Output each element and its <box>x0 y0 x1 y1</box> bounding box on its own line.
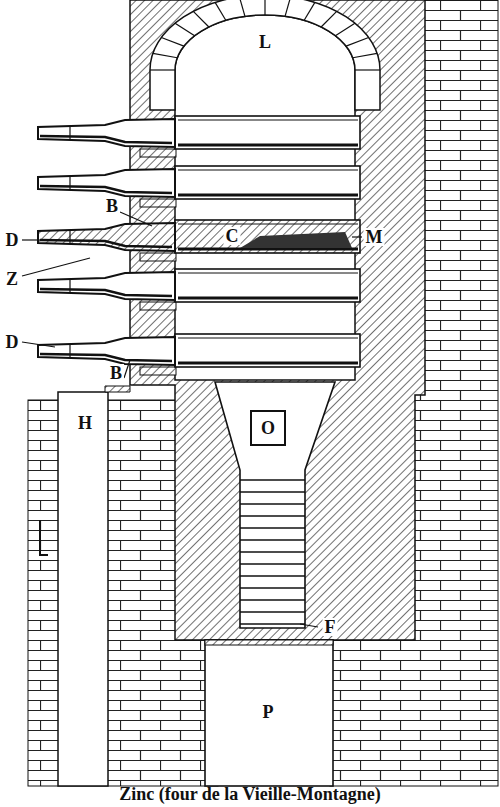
arch-joint <box>153 53 177 57</box>
retort <box>38 334 360 375</box>
callout-letter: Z <box>4 270 20 288</box>
ledge <box>105 386 130 392</box>
arch-joint <box>215 2 226 20</box>
retort <box>38 220 360 261</box>
fire-door <box>251 411 285 445</box>
callout-letter: B <box>108 364 124 382</box>
grate-bar <box>240 587 305 588</box>
callout-letter: M <box>364 228 385 246</box>
arch-joint <box>285 0 291 16</box>
arch-joint <box>346 37 369 46</box>
grate-bar <box>240 623 305 624</box>
grate-bar <box>240 527 305 528</box>
callout-letter: F <box>323 618 338 636</box>
arch-joint <box>353 53 377 57</box>
grate-bar <box>240 491 305 492</box>
callout-letter: L <box>257 33 273 51</box>
callout-letter: D <box>4 333 21 351</box>
arch-joint <box>335 23 355 35</box>
arch-joint <box>264 0 265 15</box>
callout-letter: O <box>259 419 277 437</box>
grate-bar <box>240 599 305 600</box>
leader-line <box>22 239 52 240</box>
retort <box>38 116 360 157</box>
ash-pit <box>205 640 333 786</box>
grate-bar <box>240 611 305 612</box>
arch-joint <box>355 69 380 70</box>
flue-opening <box>58 392 108 786</box>
hook <box>40 520 48 555</box>
arch-joint <box>193 11 209 27</box>
grate-bar <box>240 479 305 480</box>
arch-joint <box>161 37 184 46</box>
arch-joint <box>175 23 195 35</box>
callout-letter: B <box>104 197 120 215</box>
retort <box>38 166 360 207</box>
retort <box>38 269 360 310</box>
leader-line <box>22 342 55 347</box>
grate-bar <box>240 539 305 540</box>
grate-bar <box>240 515 305 516</box>
leader-line <box>352 236 362 237</box>
fireplace <box>215 382 335 628</box>
leader-line <box>300 624 318 627</box>
lintel <box>205 640 333 645</box>
caption: Zinc (four de la Vieille-Montagne) <box>119 784 381 805</box>
arch <box>150 0 380 110</box>
callout-letter: H <box>76 414 94 432</box>
callout-letter: P <box>261 703 276 721</box>
leader-line <box>124 360 130 378</box>
arch-joint <box>304 2 315 20</box>
arch-joint <box>150 69 175 70</box>
leader-line <box>22 258 90 276</box>
arch-joint <box>239 0 245 16</box>
callout-letter: C <box>224 227 241 245</box>
callout-letter: D <box>4 231 21 249</box>
arch-joint <box>321 11 337 27</box>
grate-bar <box>240 503 305 504</box>
grate-bar <box>240 551 305 552</box>
grate-bar <box>240 563 305 564</box>
leader-line <box>120 212 152 226</box>
grate-bar <box>240 575 305 576</box>
